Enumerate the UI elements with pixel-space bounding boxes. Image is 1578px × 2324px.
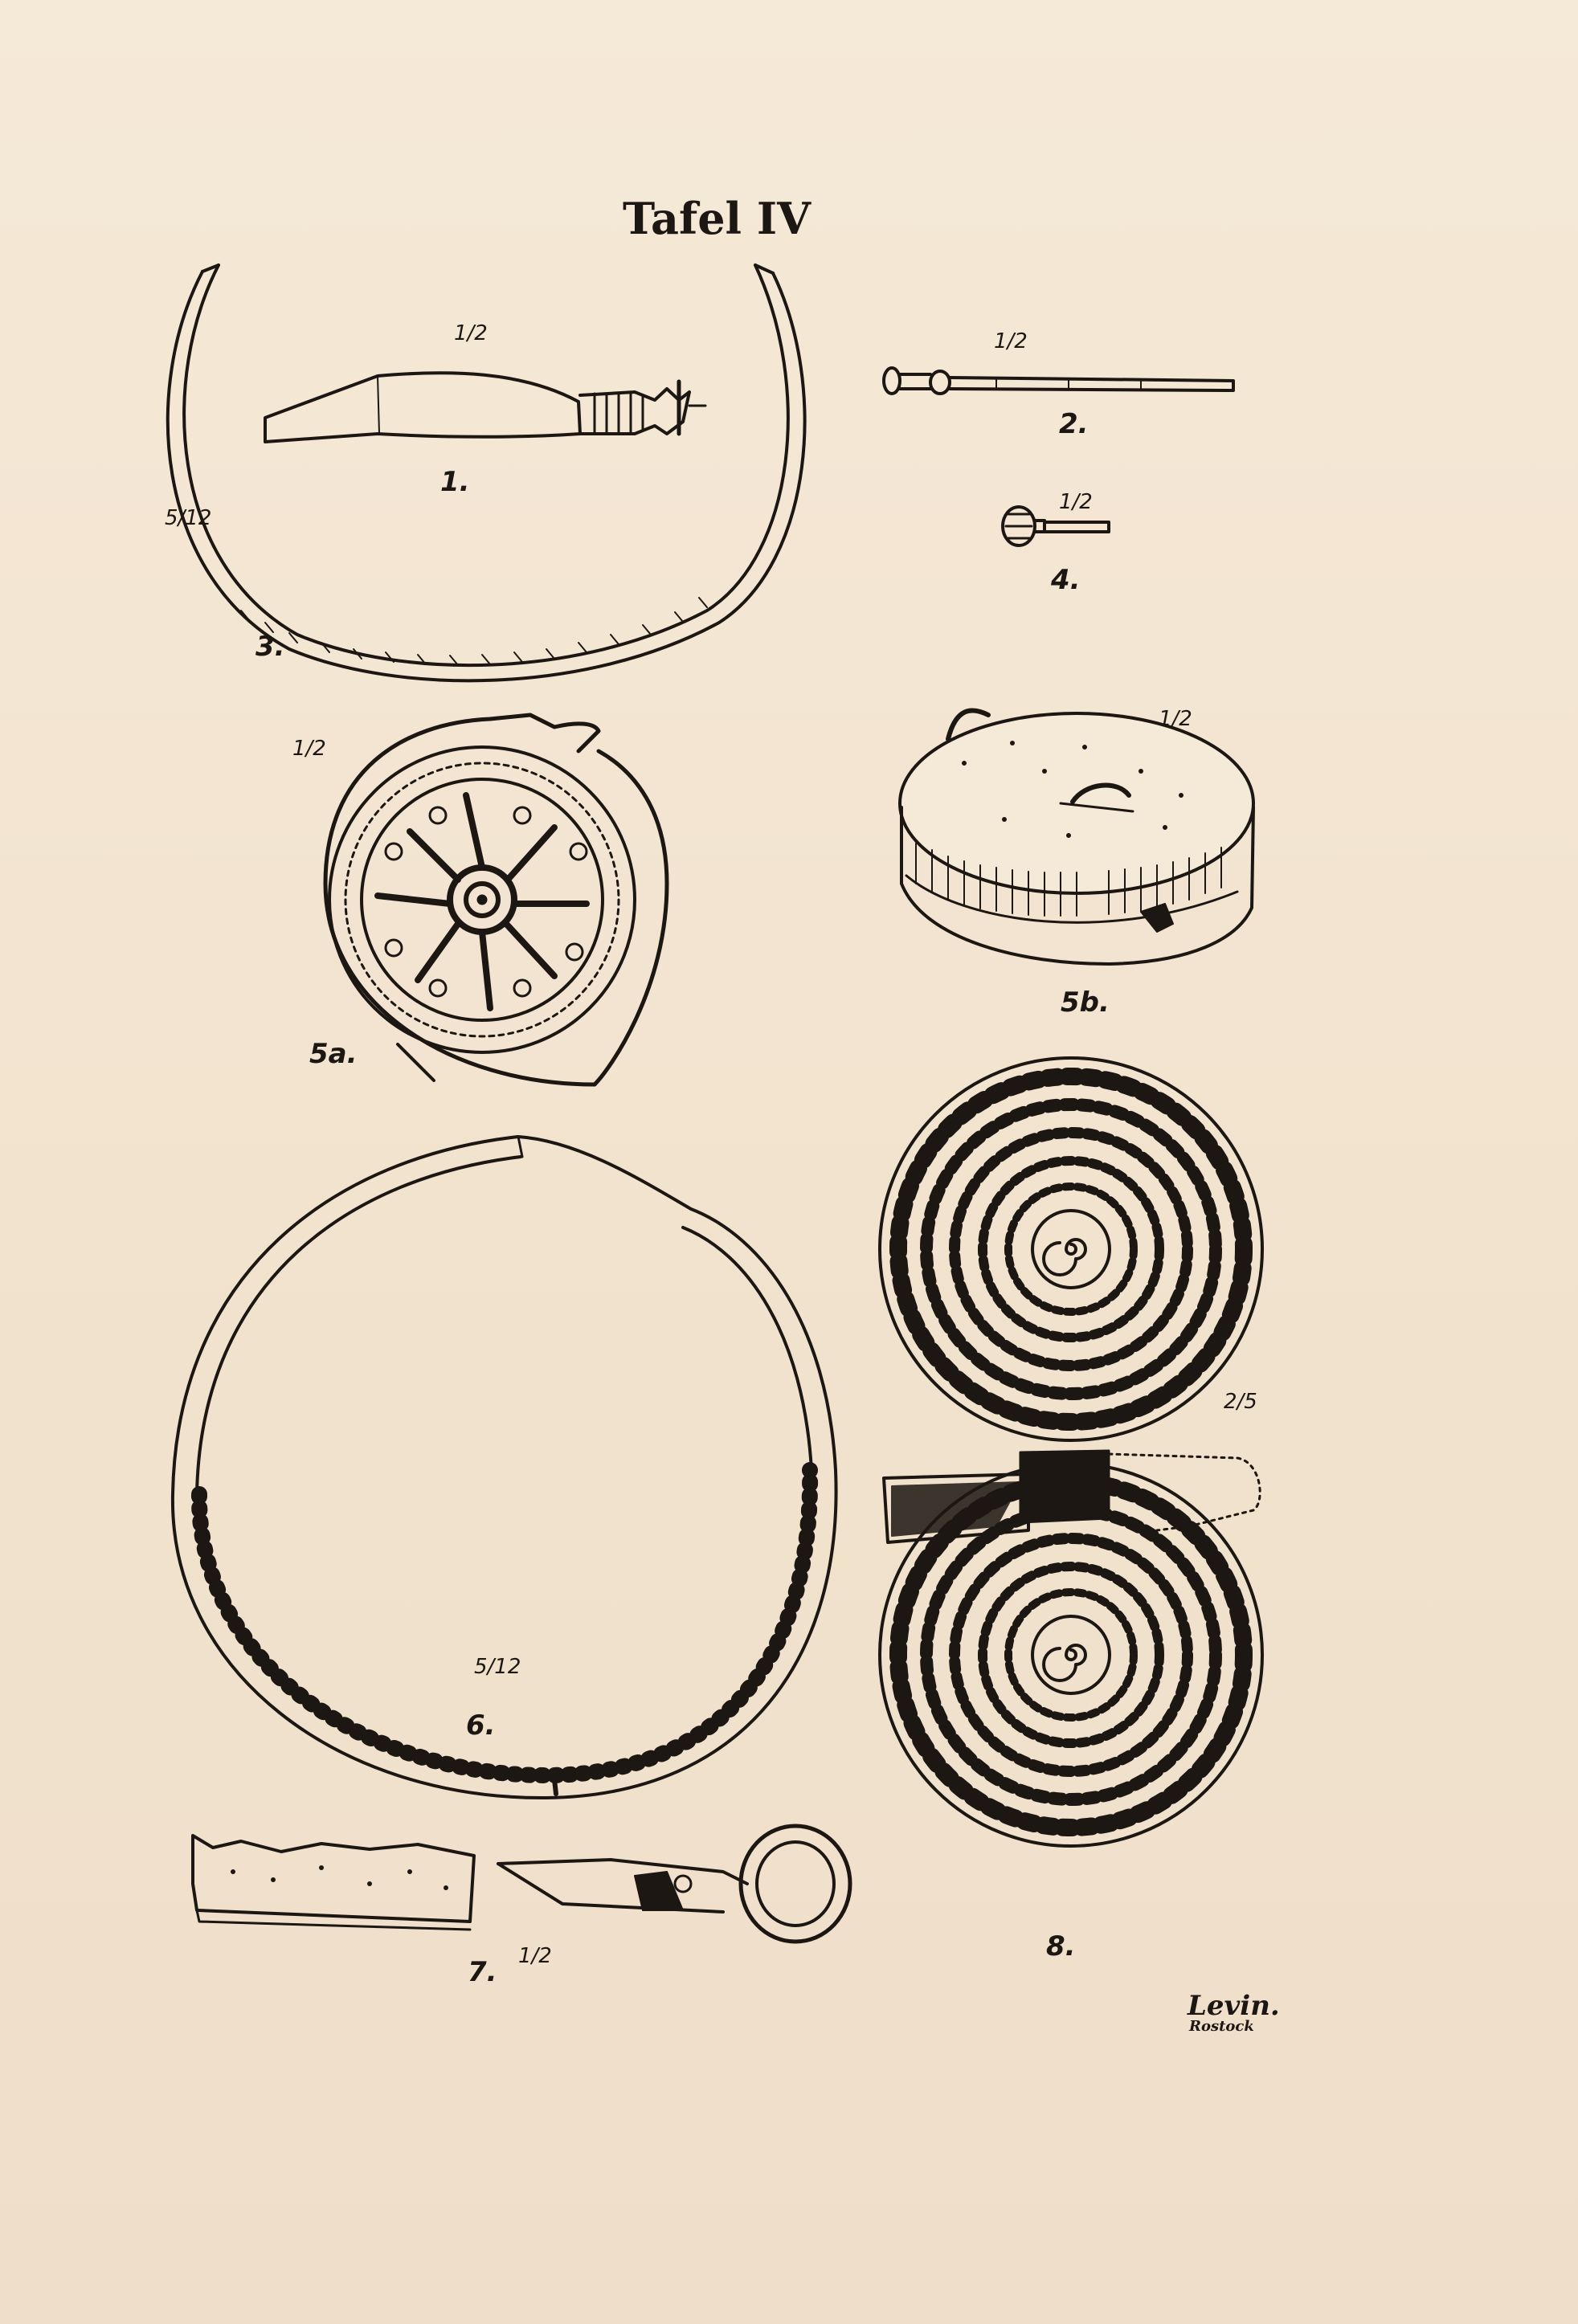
fig8-spiral-brooch <box>878 1056 1264 1848</box>
fig7-number: 7. <box>468 1956 497 1988</box>
fig1-knife <box>264 371 707 443</box>
fig4-number: 4. <box>1051 564 1081 596</box>
fig5a-scale: 1/2 <box>292 737 326 761</box>
fig8-number: 8. <box>1046 1930 1076 1963</box>
fig7-scale: 1/2 <box>518 1944 552 1968</box>
fig6-number: 6. <box>466 1709 496 1742</box>
fig2-number: 2. <box>1059 408 1089 440</box>
fig5b-number: 5b. <box>1061 986 1110 1019</box>
signature-name: Levin. <box>1188 1990 1280 2022</box>
fig2-pin <box>882 366 1235 395</box>
fig1-number: 1. <box>440 466 470 498</box>
fig3-number: 3. <box>256 631 285 663</box>
fig5a-decorated-disc <box>323 713 669 1087</box>
fig3-open-ring <box>166 263 807 683</box>
fig4-pin-head <box>1001 505 1110 547</box>
fig3-scale: 5/12 <box>165 506 212 530</box>
plate-title: Tafel IV <box>622 193 811 244</box>
fig5a-number: 5a. <box>309 1038 358 1070</box>
fig5b-scale: 1/2 <box>1159 707 1192 731</box>
fig4-scale: 1/2 <box>1059 490 1093 514</box>
signature-city: Rostock <box>1189 2018 1254 2035</box>
fig6-scale: 5/12 <box>474 1655 521 1679</box>
fig2-scale: 1/2 <box>994 329 1028 353</box>
fig5b-box <box>898 708 1255 966</box>
artist-signature: Levin. Rostock <box>1188 1992 1280 2034</box>
fig8-scale: 2/5 <box>1224 1390 1257 1414</box>
fig7-bar-and-ring <box>191 1824 852 1944</box>
fig1-scale: 1/2 <box>454 321 488 345</box>
fig6-neck-ring <box>170 1135 838 1800</box>
